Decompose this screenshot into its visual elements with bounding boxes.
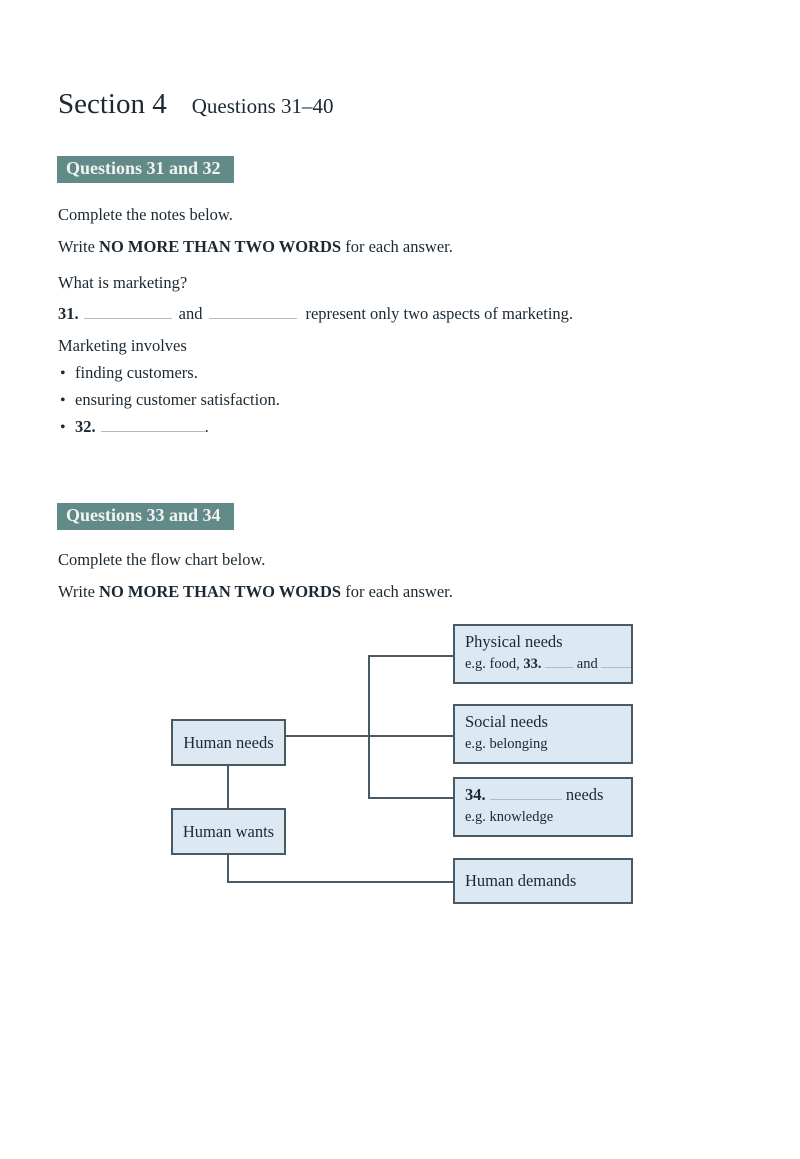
instruction-write-prefix: Write xyxy=(58,237,100,256)
q34-needs-example: e.g. knowledge xyxy=(465,808,554,825)
human-wants-label: Human wants xyxy=(182,821,275,841)
physical-eg-prefix: e.g. food, xyxy=(465,655,524,672)
question-32-number: 32. xyxy=(75,417,96,436)
physical-needs-title: Physical needs xyxy=(465,632,563,651)
answer-blank-32 xyxy=(100,419,205,432)
connector-trunk-to-q34 xyxy=(368,797,453,799)
banner-questions-33-34: Questions 33 and 34 xyxy=(57,503,234,530)
note-bullet-1-text: finding customers. xyxy=(75,363,198,382)
answer-blank-31a xyxy=(83,306,172,319)
instruction-write-bold: NO MORE THAN TWO WORDS xyxy=(99,582,342,601)
note-bullet-2: • ensuring customer satisfaction. xyxy=(60,390,280,410)
bullet-icon: • xyxy=(60,392,66,409)
flowchart-box-physical-needs: Physical needs e.g. food, 33. and xyxy=(453,624,633,684)
instruction-word-limit-1: Write NO MORE THAN TWO WORDS for each an… xyxy=(58,237,453,257)
bullet-icon: • xyxy=(60,419,66,436)
q34-needs-suffix: needs xyxy=(565,785,604,804)
instruction-write-prefix: Write xyxy=(58,582,100,601)
answer-blank-33a xyxy=(545,657,574,668)
question-33-and: and xyxy=(576,655,598,672)
social-needs-title: Social needs xyxy=(465,712,548,731)
answer-blank-33b xyxy=(601,657,632,668)
human-demands-label: Human demands xyxy=(465,871,577,890)
section-header: Section 4 Questions 31–40 xyxy=(58,88,334,121)
instruction-word-limit-2: Write NO MORE THAN TWO WORDS for each an… xyxy=(58,582,453,602)
answer-blank-34 xyxy=(489,789,562,800)
section-question-range: Questions 31–40 xyxy=(191,94,334,118)
physical-needs-example: e.g. food, 33. and xyxy=(465,653,632,675)
topic-heading: What is marketing? xyxy=(58,273,188,292)
notes-heading: Marketing involves xyxy=(58,336,187,355)
question-32: • 32.. xyxy=(60,417,209,437)
question-34-number: 34. xyxy=(465,785,486,804)
section-title: Section 4 xyxy=(58,88,167,120)
flowchart-box-human-needs: Human needs xyxy=(171,719,286,766)
q34-needs-title: 34. needs xyxy=(465,785,623,806)
instruction-write-bold: NO MORE THAN TWO WORDS xyxy=(99,237,342,256)
bullet-icon: • xyxy=(60,365,66,382)
connector-wants-to-demands xyxy=(227,881,453,883)
question-33-number: 33. xyxy=(523,655,542,672)
instruction-write-suffix: for each answer. xyxy=(341,582,453,601)
question-32-period: . xyxy=(204,417,209,436)
flowchart-box-human-wants: Human wants xyxy=(171,808,286,855)
answer-blank-31b xyxy=(209,306,298,319)
note-bullet-1: • finding customers. xyxy=(60,363,198,383)
note-bullet-2-text: ensuring customer satisfaction. xyxy=(75,390,280,409)
human-needs-label: Human needs xyxy=(183,732,274,752)
question-31-text: represent only two aspects of marketing. xyxy=(305,304,574,323)
flowchart-box-social-needs: Social needs e.g. belonging xyxy=(453,704,633,764)
flowchart-box-q34-needs: 34. needs e.g. knowledge xyxy=(453,777,633,837)
flowchart-box-human-demands: Human demands xyxy=(453,858,633,904)
connector-needs-to-wants xyxy=(227,766,229,808)
question-31-number: 31. xyxy=(58,304,79,323)
banner-questions-31-32: Questions 31 and 32 xyxy=(57,156,234,183)
instruction-complete-flowchart: Complete the flow chart below. xyxy=(58,550,266,569)
connector-wants-down xyxy=(227,855,229,883)
instruction-write-suffix: for each answer. xyxy=(341,237,453,256)
social-needs-example: e.g. belonging xyxy=(465,735,548,752)
instruction-complete-notes: Complete the notes below. xyxy=(58,205,233,224)
connector-branch-trunk xyxy=(368,655,370,799)
connector-trunk-to-physical xyxy=(368,655,453,657)
question-31: 31. and represent only two aspects of mark… xyxy=(58,304,573,324)
question-31-and: and xyxy=(178,304,203,323)
